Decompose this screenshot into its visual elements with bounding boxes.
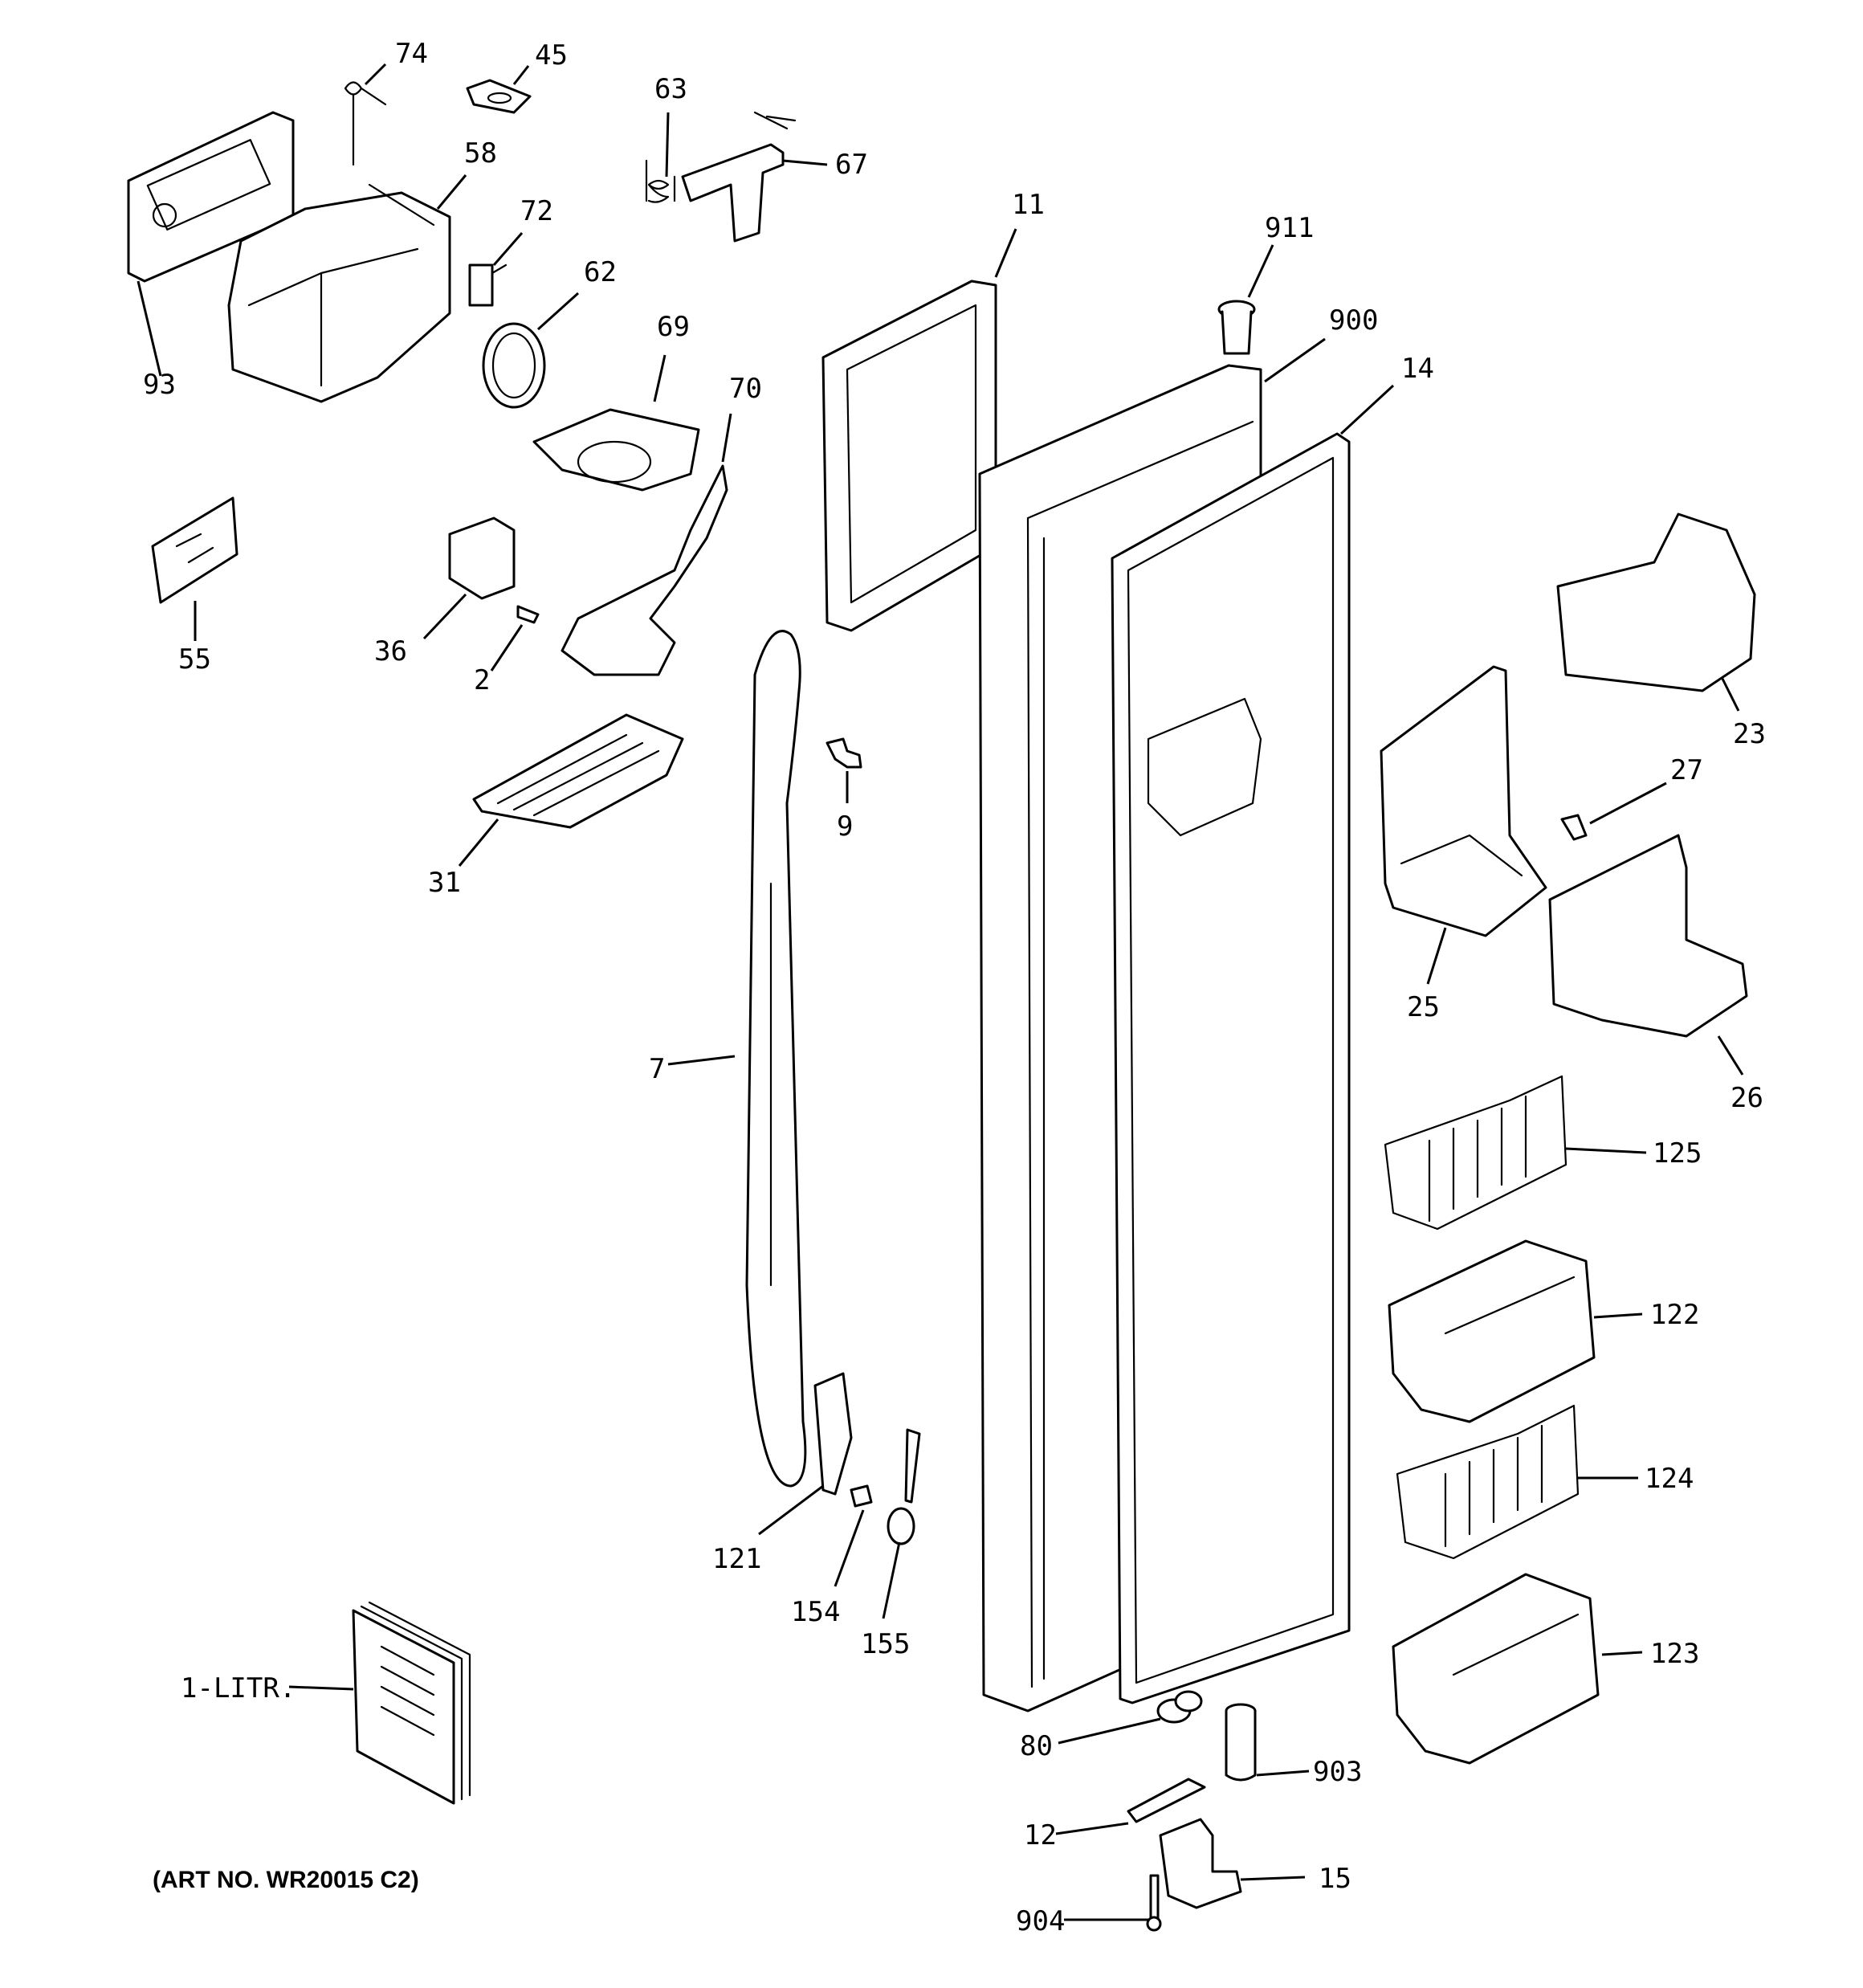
callout-124: 124 [1645, 1463, 1694, 1495]
callout-122: 122 [1650, 1299, 1699, 1331]
part-903-cylinder [1225, 1703, 1257, 1782]
callout-2: 2 [474, 664, 490, 696]
leader-lines [137, 63, 1744, 1921]
callout-27: 27 [1670, 754, 1703, 786]
part-45-bracket [466, 79, 532, 114]
part-31-grille [472, 713, 684, 829]
part-26-bracket [1548, 834, 1748, 1038]
callout-93: 93 [143, 369, 176, 401]
part-62-ring [482, 322, 546, 409]
callout-15: 15 [1319, 1863, 1351, 1895]
part-125-wire-basket [1384, 1075, 1567, 1231]
part-154-screw [850, 1484, 873, 1508]
part-2-screw [516, 605, 540, 624]
part-12-bracket [1127, 1778, 1206, 1823]
callout-74: 74 [395, 38, 428, 70]
callout-55: 55 [178, 643, 211, 676]
part-1-litr-manual [352, 1601, 471, 1805]
part-122-bin [1388, 1239, 1596, 1423]
part-15-hinge [1159, 1818, 1242, 1909]
callout-45: 45 [535, 39, 568, 71]
callout-62: 62 [584, 256, 617, 288]
callout-14: 14 [1401, 353, 1434, 385]
part-121-hinge-plate [813, 1372, 853, 1496]
part-55-board [151, 496, 238, 604]
callout-900: 900 [1329, 304, 1378, 337]
callout-123: 123 [1650, 1638, 1699, 1670]
callout-63: 63 [654, 73, 687, 105]
callout-80: 80 [1020, 1730, 1053, 1762]
callout-7: 7 [649, 1053, 665, 1085]
callout-23: 23 [1733, 718, 1766, 750]
part-36-bracket [448, 516, 516, 600]
callout-904: 904 [1016, 1905, 1065, 1937]
callout-911: 911 [1265, 212, 1314, 244]
callout-12: 12 [1024, 1819, 1057, 1851]
part-80-bushing [1156, 1690, 1203, 1724]
part-25-tray-bracket [1380, 665, 1547, 937]
callout-67: 67 [835, 149, 868, 181]
callout-70: 70 [729, 373, 762, 405]
callout-69: 69 [657, 311, 690, 343]
part-9-screw [826, 737, 862, 769]
callout-903: 903 [1313, 1756, 1362, 1788]
part-58-dispenser-housing [227, 183, 451, 403]
callout-72: 72 [520, 195, 553, 227]
part-911-cap [1217, 300, 1256, 355]
part-74-spring [344, 81, 387, 166]
callout-58: 58 [464, 137, 497, 169]
part-67-solenoid-bracket [681, 111, 797, 243]
part-7-handle [745, 630, 807, 1488]
part-93-control-panel [127, 111, 295, 283]
callout-36: 36 [374, 635, 407, 667]
callout-121: 121 [712, 1543, 761, 1575]
part-70-chute-door [561, 464, 728, 676]
callout-9: 9 [837, 810, 853, 843]
callout-154: 154 [791, 1596, 840, 1628]
callout-25: 25 [1407, 991, 1440, 1023]
part-124-wire-basket [1396, 1404, 1580, 1560]
part-11-liner-frame [821, 280, 997, 632]
art-number: (ART NO. WR20015 C2) [153, 1867, 419, 1893]
part-23-cover [1556, 512, 1756, 692]
callout-26: 26 [1731, 1082, 1763, 1114]
callout-125: 125 [1653, 1137, 1702, 1170]
part-904-screw [1146, 1874, 1162, 1932]
part-14-gasket [1111, 432, 1351, 1704]
callout-labels: 74 45 63 67 58 72 62 11 911 93 69 900 70… [143, 38, 1766, 1937]
callout-1-litr: 1-LITR. [181, 1672, 296, 1704]
part-123-bin [1392, 1573, 1600, 1765]
part-63-spring [645, 159, 676, 203]
callout-31: 31 [428, 867, 461, 899]
callout-155: 155 [861, 1628, 910, 1660]
part-72-switch [468, 263, 508, 307]
callout-11: 11 [1012, 189, 1045, 221]
part-27-screw [1560, 814, 1588, 841]
part-69-chute-mount [532, 408, 700, 492]
part-155-key-tool [887, 1428, 921, 1545]
